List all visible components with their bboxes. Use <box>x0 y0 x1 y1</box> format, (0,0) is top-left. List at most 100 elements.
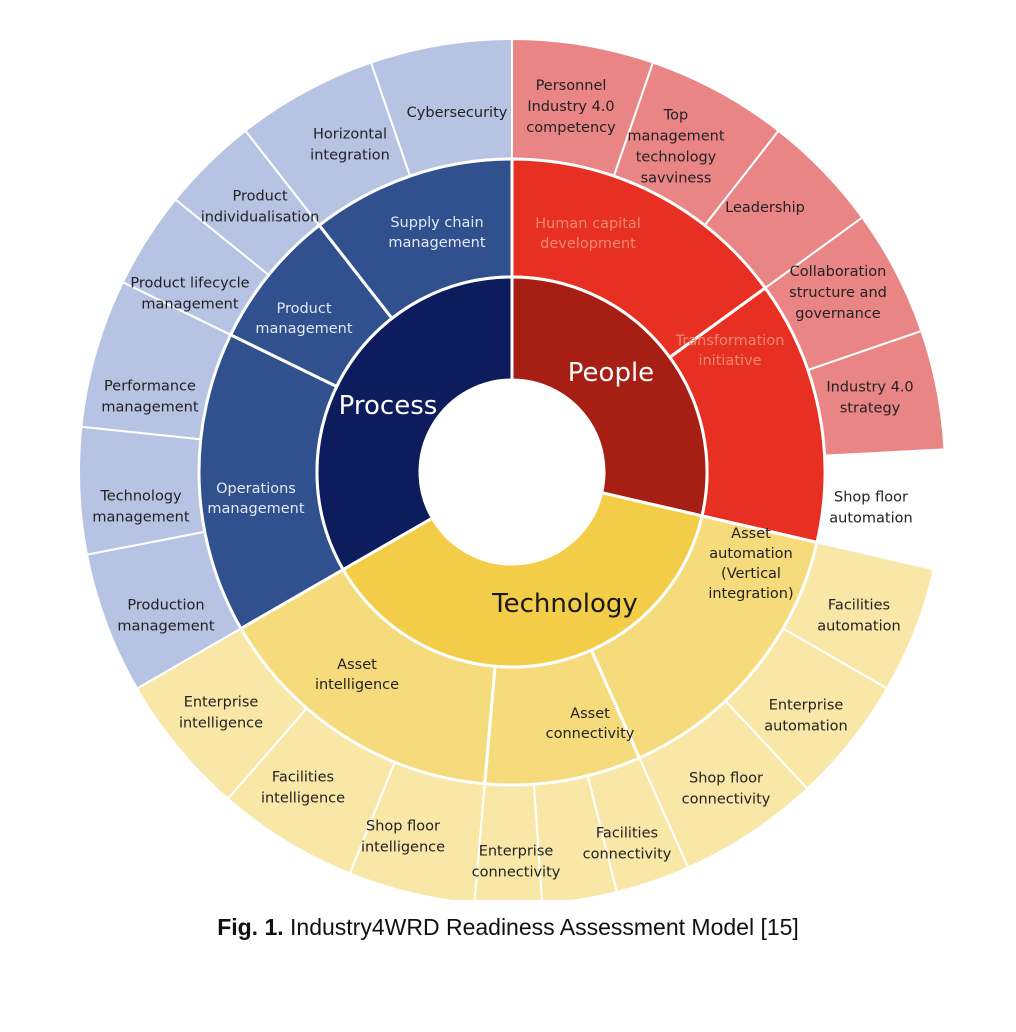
dimension-collaboration-structure-and-governance-label-line: Collaboration <box>790 264 887 280</box>
dimension-horizontal-integration-label-line: Horizontal <box>313 127 387 143</box>
dimension-enterprise-intelligence-label-line: intelligence <box>179 716 263 732</box>
dimension-shop-floor-automation-label-line: Shop floor <box>834 490 908 506</box>
pillar-people-label-line: People <box>568 358 654 388</box>
figure-caption-label: Fig. 1. <box>217 914 284 940</box>
dimension-shop-floor-automation-label-line: automation <box>829 511 912 527</box>
dimension-technology-management-label-line: Technology <box>99 489 182 505</box>
block-product-management-label-line: Product <box>276 301 331 317</box>
dimension-shop-floor-connectivity-label-line: Shop floor <box>689 771 763 787</box>
dimension-enterprise-automation-label: Enterprise automation <box>764 698 847 735</box>
pillar-technology-label: Technology <box>491 589 638 619</box>
pillar-technology-label-line: Technology <box>491 589 638 619</box>
dimension-facilities-intelligence-label-line: Facilities <box>272 770 334 786</box>
dimension-product-lifecycle-management-label: Product lifecycle management <box>130 276 249 313</box>
dimension-shop-floor-automation-label: Shop floor automation <box>829 490 912 527</box>
block-operations-management-label-line: management <box>207 501 304 517</box>
block-human-capital-development-label-line: Human capital <box>535 216 641 232</box>
dimension-enterprise-automation-label-line: automation <box>764 719 847 735</box>
dimension-performance-management-label: Performance management <box>101 379 198 416</box>
dimension-shop-floor-intelligence-label-line: intelligence <box>361 840 445 856</box>
dimension-industry-4-0-strategy-label: Industry 4.0 strategy <box>826 380 913 417</box>
dimension-technology-management-label-line: management <box>92 510 189 526</box>
dimension-facilities-automation-label: Facilities automation <box>817 598 900 635</box>
dimension-product-individualisation-label: Product individualisation <box>201 189 320 226</box>
dimension-top-management-technology-savviness-label-line: savviness <box>641 171 712 187</box>
dimension-enterprise-connectivity-label-line: connectivity <box>472 865 561 881</box>
dimension-facilities-connectivity-label-line: connectivity <box>583 847 672 863</box>
block-asset-intelligence-label-line: intelligence <box>315 677 399 693</box>
dimension-facilities-connectivity-label-line: Facilities <box>596 826 658 842</box>
dimension-production-management-label-line: management <box>117 619 214 635</box>
block-asset-connectivity-label-line: Asset <box>570 706 610 722</box>
block-human-capital-development-label: Human capital development <box>535 216 641 252</box>
dimension-industry-4-0-strategy-label-line: Industry 4.0 <box>826 380 913 396</box>
block-transformation-initiative-label-line: Transformation <box>675 333 785 349</box>
block-operations-management-label-line: Operations <box>216 481 296 497</box>
block-asset-automation-vertical-integration-label-line: automation <box>709 546 792 562</box>
dimension-enterprise-intelligence-label-line: Enterprise <box>184 695 259 711</box>
block-human-capital-development-label-line: development <box>540 236 636 252</box>
dimension-product-lifecycle-management-label-line: management <box>141 297 238 313</box>
dimension-product-individualisation-label-line: individualisation <box>201 210 320 226</box>
dimension-shop-floor-connectivity-label-line: connectivity <box>682 792 771 808</box>
dimension-top-management-technology-savviness-label-line: Top <box>663 108 688 124</box>
dimension-facilities-automation-label-line: automation <box>817 619 900 635</box>
block-product-management-label: Product management <box>255 301 352 337</box>
center-hole <box>420 380 604 564</box>
block-asset-connectivity-label: Asset connectivity <box>546 706 635 742</box>
dimension-enterprise-connectivity-label: Enterprise connectivity <box>472 844 561 881</box>
dimension-collaboration-structure-and-governance-label: Collaboration structure and governance <box>789 264 887 322</box>
dimension-industry-4-0-strategy-label-line: strategy <box>840 401 901 417</box>
dimension-product-lifecycle-management-label-line: Product lifecycle <box>130 276 249 292</box>
block-supply-chain-management-label: Supply chain management <box>388 215 485 251</box>
dimension-personnel-industry-4-0-competency-label-line: competency <box>526 120 616 136</box>
dimension-performance-management-label-line: management <box>101 400 198 416</box>
dimension-enterprise-intelligence-label: Enterprise intelligence <box>179 695 263 732</box>
dimension-enterprise-automation-label-line: Enterprise <box>769 698 844 714</box>
pillar-process-label: Process <box>339 391 438 421</box>
dimension-shop-floor-intelligence-label: Shop floor intelligence <box>361 819 445 856</box>
dimension-ring <box>78 37 946 900</box>
dimension-enterprise-connectivity-label-line: Enterprise <box>479 844 554 860</box>
block-product-management-label-line: management <box>255 321 352 337</box>
dimension-cybersecurity-label: Cybersecurity <box>407 105 508 121</box>
dimension-production-management-label-line: Production <box>127 598 204 614</box>
dimension-leadership-label-line: Leadership <box>725 200 805 216</box>
dimension-collaboration-structure-and-governance-label-line: governance <box>795 306 881 322</box>
block-asset-intelligence-label-line: Asset <box>337 657 377 673</box>
dimension-facilities-automation-label-line: Facilities <box>828 598 890 614</box>
block-transformation-initiative-label-line: initiative <box>698 353 761 369</box>
block-asset-automation-vertical-integration-label-line: (Vertical <box>721 566 781 582</box>
dimension-shop-floor-intelligence-label-line: Shop floor <box>366 819 440 835</box>
block-supply-chain-management-label-line: management <box>388 235 485 251</box>
block-asset-intelligence-label: Asset intelligence <box>315 657 399 693</box>
dimension-production-management-label: Production management <box>117 598 214 635</box>
dimension-performance-management-label-line: Performance <box>104 379 196 395</box>
figure-caption-text: Industry4WRD Readiness Assessment Model … <box>283 914 799 940</box>
block-asset-automation-vertical-integration-label-line: integration) <box>708 586 793 602</box>
dimension-top-management-technology-savviness-label-line: technology <box>636 150 717 166</box>
dimension-personnel-industry-4-0-competency-label-line: Personnel <box>536 78 607 94</box>
figure-caption: Fig. 1. Industry4WRD Readiness Assessmen… <box>0 914 1016 941</box>
dimension-collaboration-structure-and-governance-label-line: structure and <box>789 285 887 301</box>
dimension-facilities-intelligence-label-line: intelligence <box>261 791 345 807</box>
dimension-personnel-industry-4-0-competency-label-line: Industry 4.0 <box>527 99 614 115</box>
block-asset-connectivity-label-line: connectivity <box>546 726 635 742</box>
dimension-facilities-intelligence-label: Facilities intelligence <box>261 770 345 807</box>
dimension-top-management-technology-savviness-label-line: management <box>627 129 724 145</box>
dimension-enterprise-connectivity-segment <box>473 782 543 900</box>
dimension-product-individualisation-label-line: Product <box>232 189 287 205</box>
pillar-process-label-line: Process <box>339 391 438 421</box>
dimension-leadership-label: Leadership <box>725 200 805 216</box>
dimension-top-management-technology-savviness-label: Top management technology savviness <box>627 108 724 187</box>
dimension-facilities-connectivity-label: Facilities connectivity <box>583 826 672 863</box>
dimension-shop-floor-connectivity-label: Shop floor connectivity <box>682 771 771 808</box>
pillar-people-label: People <box>568 358 654 388</box>
block-supply-chain-management-label-line: Supply chain <box>390 215 483 231</box>
dimension-technology-management-label: Technology management <box>92 489 189 526</box>
